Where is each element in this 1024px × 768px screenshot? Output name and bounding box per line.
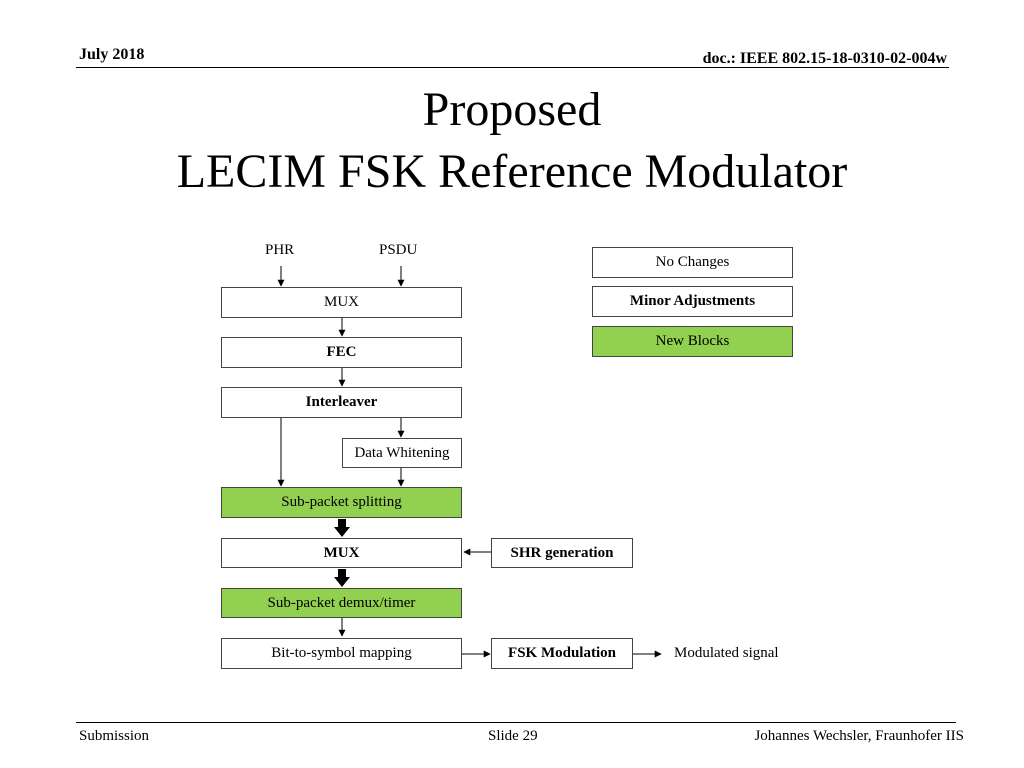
input-label-psdu: PSDU [379, 242, 418, 258]
footer-submission: Submission [79, 728, 150, 744]
block-fsk-modulation: FSK Modulation [491, 638, 633, 669]
output-label-modulated-signal: Modulated signal [674, 645, 779, 661]
block-subpacket-demux-timer: Sub-packet demux/timer [221, 588, 462, 618]
block-bit-to-symbol-mapping: Bit-to-symbol mapping [221, 638, 462, 669]
block-mux-1: MUX [221, 287, 462, 318]
input-label-phr: PHR [265, 242, 295, 258]
footer-divider [76, 722, 956, 723]
legend-new-blocks: New Blocks [592, 326, 793, 357]
block-mux-2: MUX [221, 538, 462, 568]
slide-title-line2: LECIM FSK Reference Modulator [176, 145, 848, 198]
slide-title-line1: Proposed [422, 83, 602, 136]
block-data-whitening: Data Whitening [342, 438, 462, 468]
legend-minor-adjustments: Minor Adjustments [592, 286, 793, 317]
block-interleaver: Interleaver [221, 387, 462, 418]
footer-slide-number: Slide 29 [488, 728, 538, 744]
header-date: July 2018 [79, 46, 145, 63]
header-divider [76, 67, 949, 68]
footer-author: Johannes Wechsler, Fraunhofer IIS [754, 728, 964, 744]
thick-arrow-splitting-to-mux [334, 519, 350, 537]
block-fec: FEC [221, 337, 462, 368]
header-doc-id: doc.: IEEE 802.15-18-0310-02-004w [702, 50, 947, 67]
thick-arrow-mux-to-demux [334, 569, 350, 587]
legend-no-changes: No Changes [592, 247, 793, 278]
block-shr-generation: SHR generation [491, 538, 633, 568]
block-subpacket-splitting: Sub-packet splitting [221, 487, 462, 518]
